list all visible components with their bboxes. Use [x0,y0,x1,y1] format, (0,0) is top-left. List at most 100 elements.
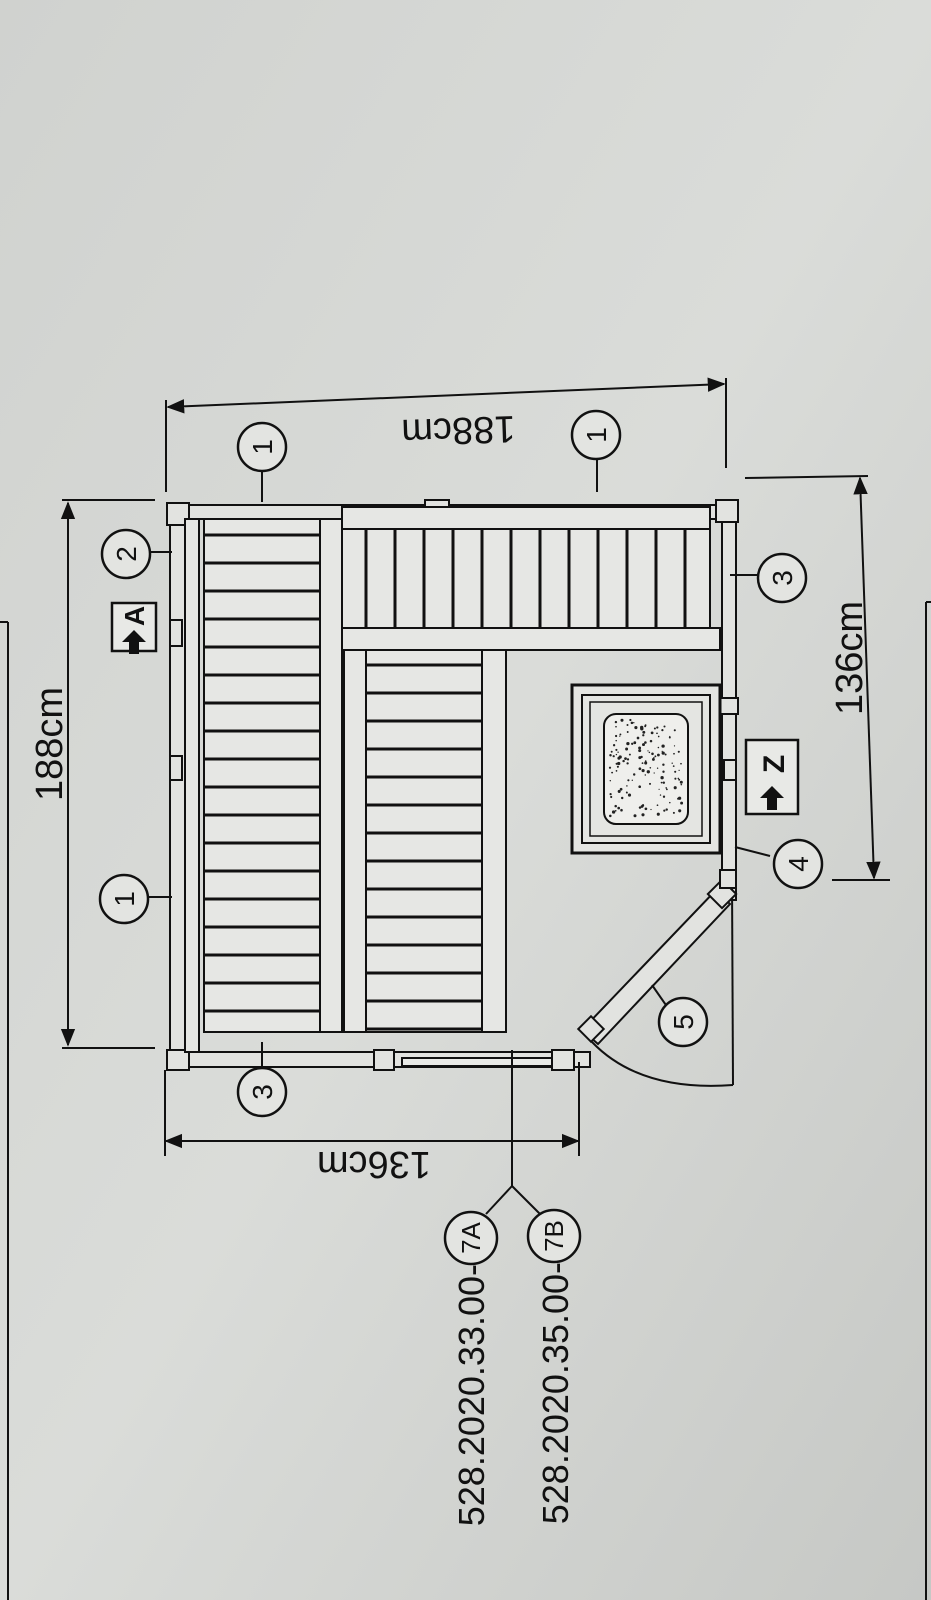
view-marker-letter: A [119,606,150,626]
heater-stones [603,713,689,825]
bench-support [319,518,343,1033]
stone-speck [630,721,634,725]
stone-speck [664,753,667,756]
stone-speck [642,743,645,747]
callout-circle-3 [236,1066,288,1118]
stone-speck [666,788,668,791]
stone-speck [678,769,680,772]
stone-speck [638,749,642,753]
dimension-label-top-right: 188cm [401,407,516,453]
stone-speck [654,755,657,758]
wall-left [169,504,186,1068]
stone-speck [661,751,665,755]
stone-speck [625,748,628,751]
stone-speck [608,766,612,769]
stone-speck [640,725,644,730]
dimension-top-right [166,377,726,414]
wall-joint [169,755,183,781]
stone-speck [614,804,617,808]
stone-speck [656,812,660,816]
stone-speck [651,757,655,761]
stone-speck [662,781,666,784]
stone-speck [616,765,619,768]
stone-speck [662,770,665,773]
stone-speck [680,762,682,765]
stone-speck [663,725,666,728]
leader-line [734,846,771,857]
stone-speck [673,786,677,790]
callout-number-1: 1 [247,439,278,455]
corner-connector [166,502,190,526]
stone-speck [626,731,629,733]
corner-connector [551,1049,575,1071]
up-arrow-icon [122,630,146,654]
stone-speck [626,758,630,761]
lower-bench-slats [366,663,482,1031]
door-hinge [576,1014,606,1044]
stone-speck [640,805,644,808]
callout-number-1: 1 [581,427,612,443]
stone-speck [644,760,647,762]
dimension-bottom-right [853,476,881,880]
stone-speck [669,801,671,804]
stone-speck [646,770,650,774]
stone-speck [680,801,684,805]
callout-circle-1 [236,421,288,473]
stone-speck [632,773,636,776]
callout-number-7a: 7A [456,1221,486,1253]
stone-speck [680,783,683,786]
stone-speck [615,725,617,728]
stone-speck [629,718,632,722]
bench-surface [341,528,711,629]
stone-speck [661,729,664,732]
stone-speck [626,724,629,726]
stone-speck [631,779,633,781]
stone-speck [677,750,680,753]
stone-speck [614,734,618,738]
sauna-walls [166,499,739,1071]
stone-speck [656,804,659,807]
bench-support [341,627,721,651]
wall-joint [169,619,183,647]
stone-speck [627,779,630,782]
right-bench-slats [364,529,687,628]
callout-number-3: 3 [767,570,798,586]
stone-speck [641,813,645,817]
stone-speck [619,787,623,791]
callout-number-5: 5 [668,1014,699,1030]
bench-support [341,506,711,530]
stone-speck [642,730,646,734]
callout-circle-3 [756,552,808,604]
glass-pane [401,1057,553,1067]
stone-speck [651,752,654,756]
stone-speck [663,809,666,812]
callout-number-2: 2 [111,546,142,562]
dimension-label-bottom-right: 136cm [829,601,871,715]
dimension-label-top-left: 188cm [29,687,71,801]
stone-speck [628,753,631,756]
stone-speck [610,795,613,799]
stone-speck [618,755,622,759]
stone-speck [625,757,627,759]
stone-speck [644,774,647,776]
stone-speck [673,745,676,747]
stone-speck [656,767,659,769]
door-frame-joint [719,869,737,889]
upper-bench-slats [204,533,320,1013]
stone-speck [620,808,623,812]
stone-speck [648,751,651,754]
stone-speck [644,807,648,811]
bench-surface [203,518,321,1033]
stone-speck [626,741,630,746]
stone-speck [661,744,665,748]
stone-speck [650,731,654,735]
stone-speck [656,732,658,735]
stone-speck [644,725,647,728]
bench-right [341,506,721,651]
stone-speck [644,762,647,765]
stone-speck [660,781,663,784]
stone-speck [625,791,628,794]
stone-speck [672,765,675,767]
